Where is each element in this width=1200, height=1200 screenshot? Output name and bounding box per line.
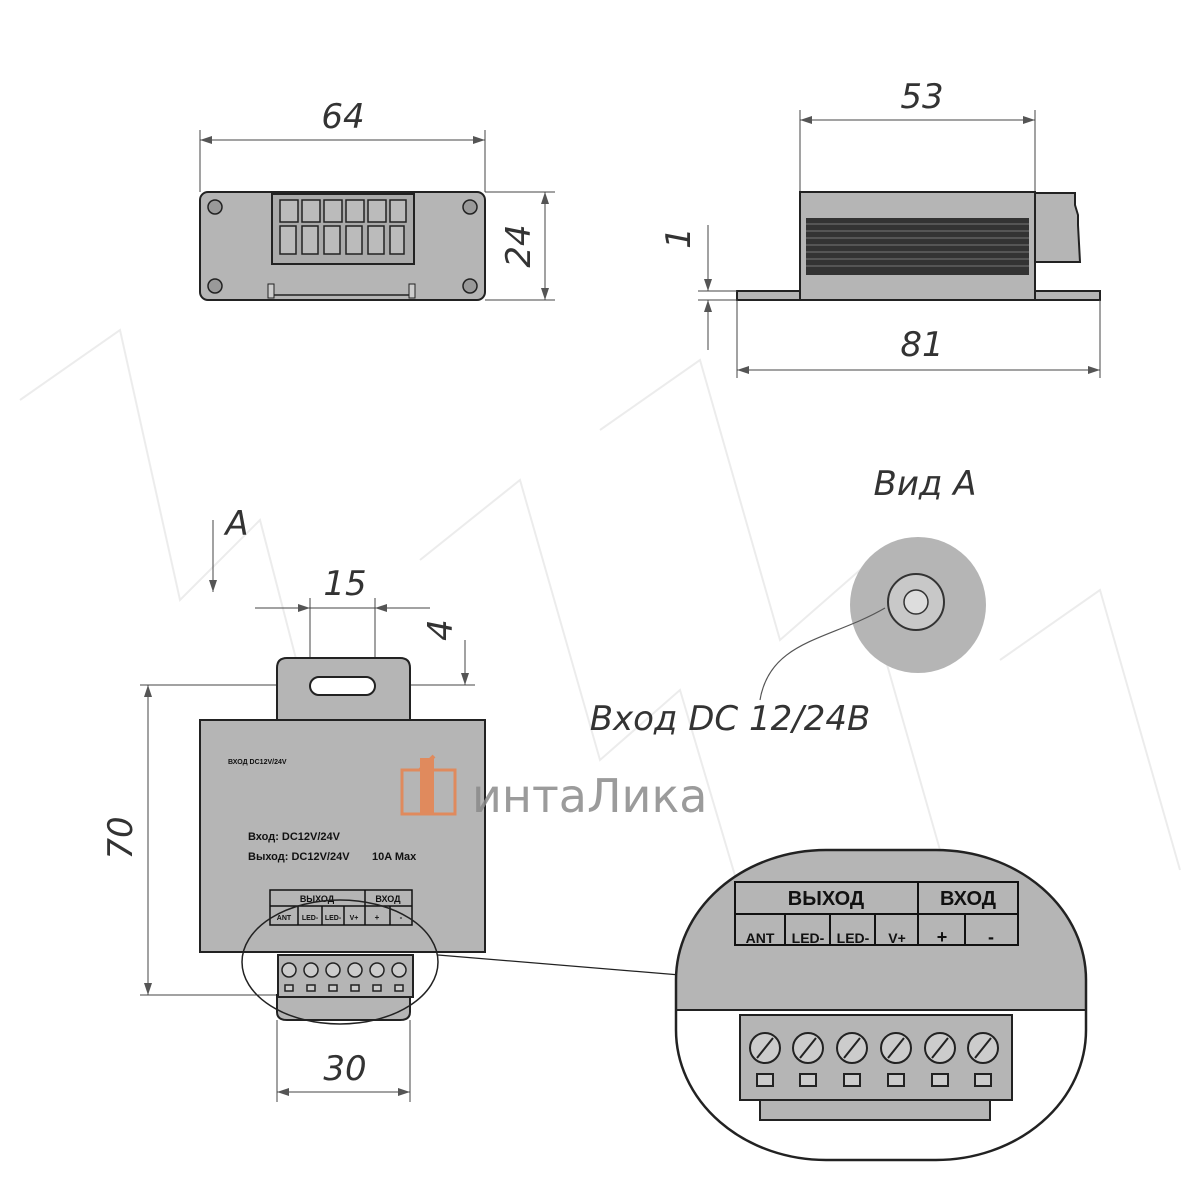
mini-cell: ANT <box>277 915 292 922</box>
label-small: ВХОД DC12V/24V <box>228 759 287 766</box>
brand-logo-text: интаЛика <box>472 769 707 823</box>
cell-ant: ANT <box>746 930 775 946</box>
mini-group-in: ВХОД <box>375 894 401 904</box>
watermark-pattern <box>19 328 1181 961</box>
dim-side-total: 81 <box>900 325 943 365</box>
view-a-callout: Вход DC 12/24В <box>590 699 871 739</box>
brand-logo: интаЛика <box>400 754 707 823</box>
label-max: 10A Max <box>372 851 417 863</box>
cell-plus: + <box>937 927 948 947</box>
detail-highlight <box>241 899 439 1025</box>
cell-led-1: LED- <box>792 930 825 946</box>
mini-cell: + <box>375 913 380 922</box>
mini-cell: LED- <box>325 915 342 922</box>
dim-side-body: 53 <box>900 77 943 117</box>
dim-tab-slot: 15 <box>323 564 366 604</box>
screw-icons <box>207 199 478 294</box>
dim-top-height: 24 <box>499 224 539 267</box>
terminal-screw-icons <box>749 1032 999 1087</box>
mini-cell: LED- <box>302 915 319 922</box>
top-view: 64 24 <box>199 97 555 301</box>
dim-terminal-width: 30 <box>323 1049 366 1089</box>
dim-tab-offset: 4 <box>421 619 461 641</box>
label-input: Вход: DC12V/24V <box>248 831 341 843</box>
cell-minus: - <box>988 927 994 947</box>
view-a-title: Вид А <box>874 464 977 504</box>
label-output: Выход: DC12V/24V <box>248 851 350 863</box>
dim-top-width: 64 <box>321 97 364 137</box>
mini-cell: V+ <box>350 915 359 922</box>
group-out-label: ВЫХОД <box>788 888 864 910</box>
mini-cell: - <box>400 913 403 922</box>
front-view: A 15 4 70 ВХОД DC12V/24V Вход: DC12V/24V… <box>101 504 681 1102</box>
view-arrow-label: A <box>223 504 248 544</box>
dim-front-height: 70 <box>101 816 141 859</box>
view-a: Вид А Вход DC 12/24В <box>590 464 986 739</box>
cell-led-2: LED- <box>837 930 870 946</box>
dim-flange: 1 <box>659 227 699 249</box>
group-in-label: ВХОД <box>940 888 996 910</box>
side-view: 53 81 1 <box>659 77 1101 378</box>
cell-vplus: V+ <box>888 930 906 946</box>
mini-group-out: ВЫХОД <box>300 894 335 904</box>
magnified-detail: ВЫХОД ВХОД ANT LED- LED- V+ + - <box>674 848 1088 1162</box>
